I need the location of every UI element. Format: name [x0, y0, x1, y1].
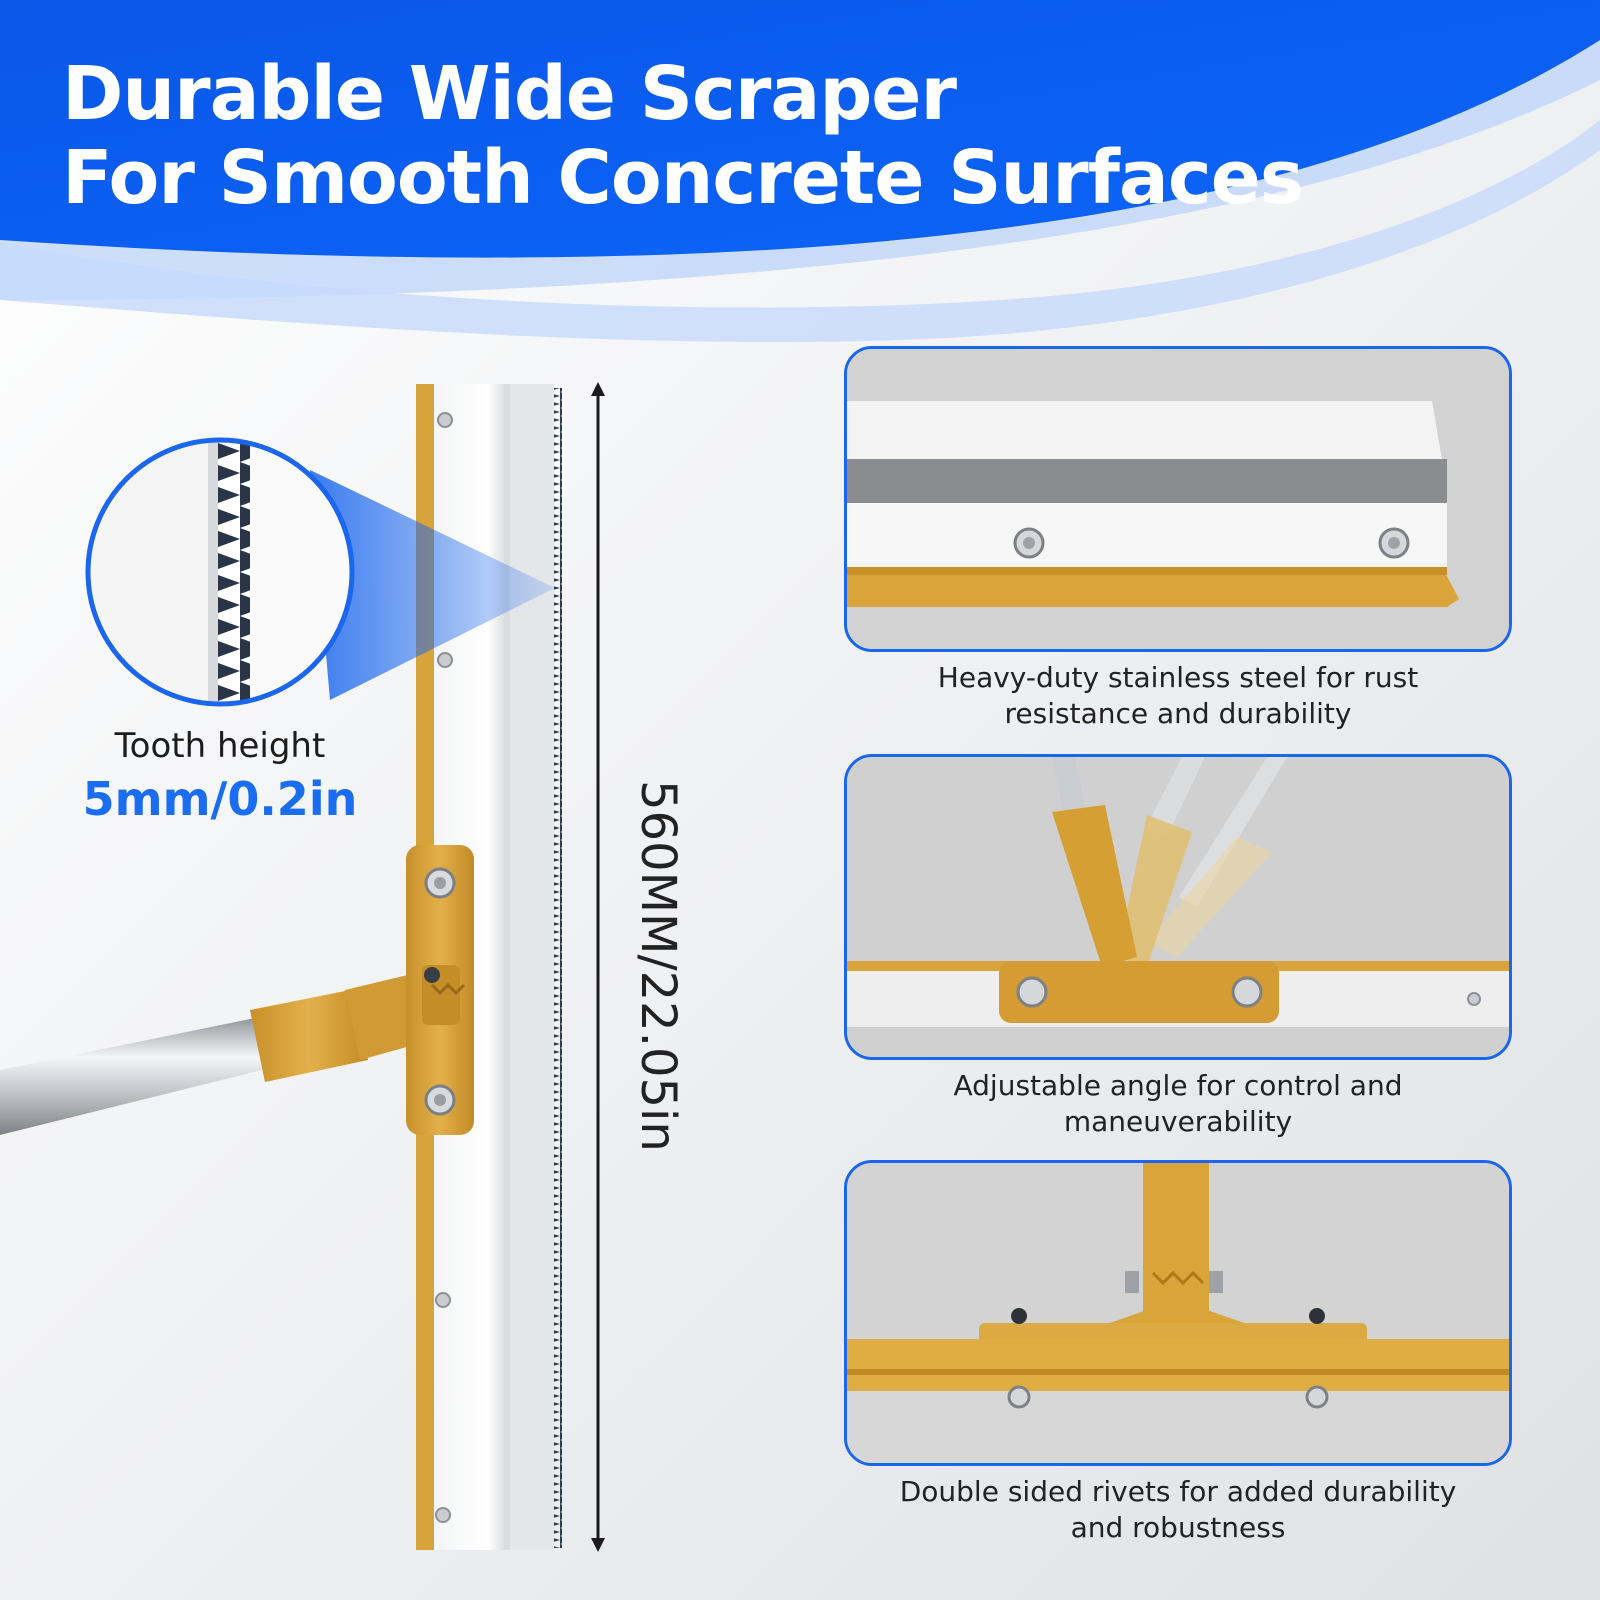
caption-line: and robustness [1070, 1511, 1286, 1544]
feature-image-rivets [844, 1160, 1512, 1466]
feature-image-angle [844, 754, 1512, 1060]
title-line-2: For Smooth Concrete Surfaces [62, 135, 1304, 221]
feature-caption-steel: Heavy-duty stainless steel for rust resi… [844, 660, 1512, 732]
caption-line: maneuverability [1063, 1105, 1293, 1138]
caption-line: Double sided rivets for added durability [899, 1475, 1457, 1508]
feature-caption-rivets: Double sided rivets for added durability… [844, 1474, 1512, 1546]
title-line-1: Durable Wide Scraper [62, 51, 957, 137]
tooth-height-value: 5mm/0.2in [82, 772, 358, 826]
caption-line: Adjustable angle for control and [953, 1069, 1403, 1102]
caption-line: resistance and durability [1004, 697, 1352, 730]
page-title: Durable Wide Scraper For Smooth Concrete… [62, 52, 1362, 220]
feature-image-steel [844, 346, 1512, 652]
length-dimension-label: 560MM/22.05in [630, 780, 686, 1152]
caption-line: Heavy-duty stainless steel for rust [937, 661, 1419, 694]
feature-caption-angle: Adjustable angle for control and maneuve… [844, 1068, 1512, 1140]
tooth-height-label: Tooth height [114, 726, 326, 766]
